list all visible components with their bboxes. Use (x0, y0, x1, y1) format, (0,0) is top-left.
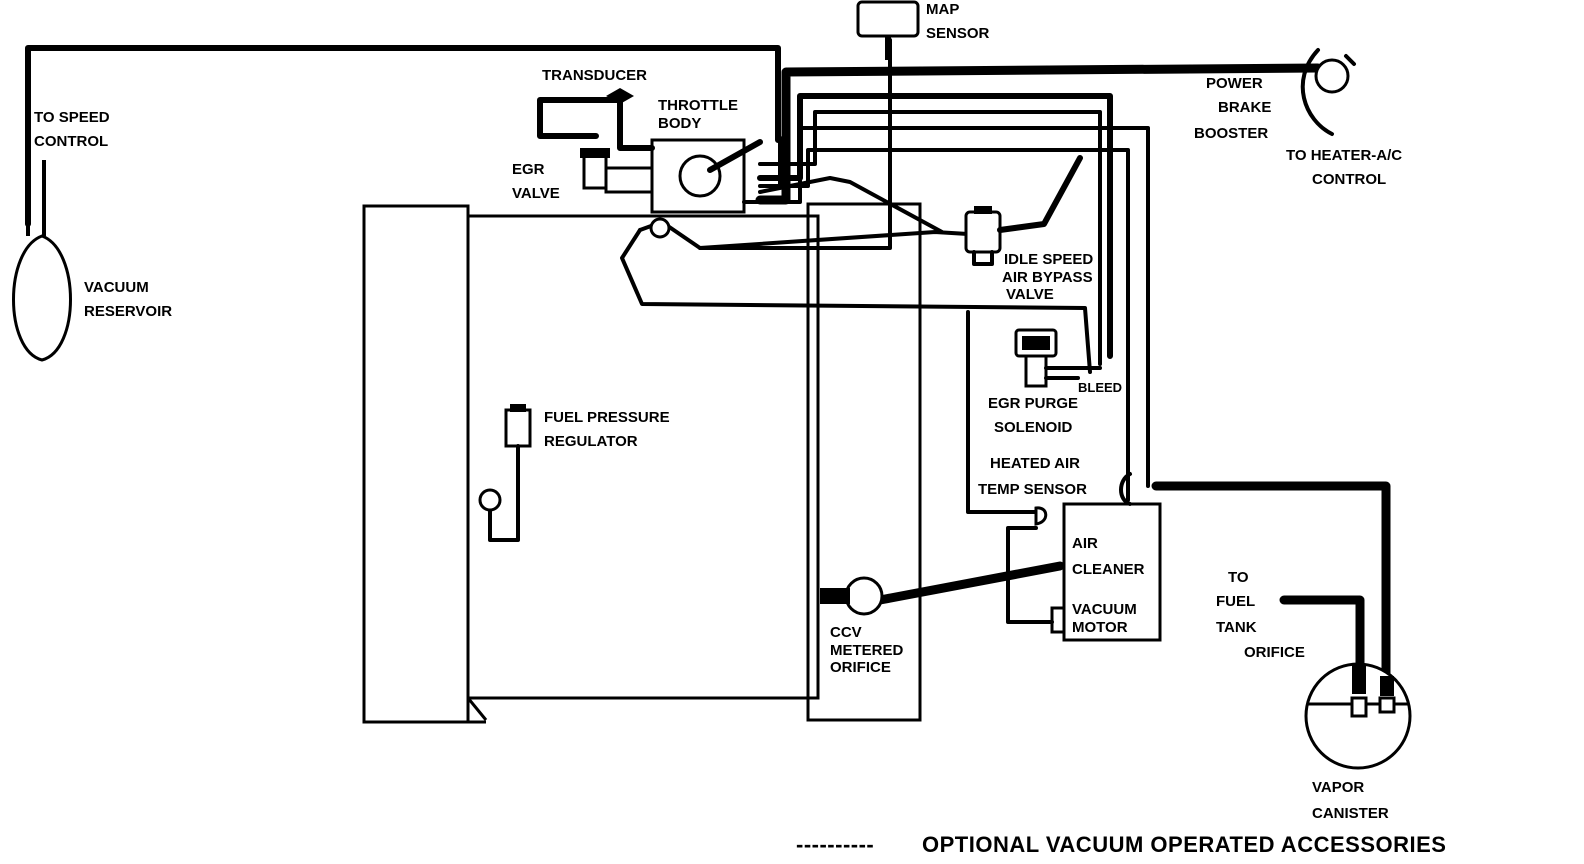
power-brake-booster (1300, 48, 1356, 136)
air-cleaner (1006, 472, 1162, 642)
heater-ac-label: TO HEATER-A/C CONTROL (1286, 147, 1406, 188)
throttle-body-label: THROTTLE BODY (658, 97, 742, 132)
transducer-label: TRANSDUCER (542, 67, 647, 84)
power-brake-booster-label: POWER BRAKE BOOSTER (1194, 75, 1276, 142)
ccv-metered-orifice (820, 576, 884, 616)
idle-speed-valve (964, 155, 1083, 266)
egr-valve-label: EGR VALVE (512, 161, 560, 202)
vacuum-reservoir-label: VACUUM RESERVOIR (84, 279, 172, 320)
heated-air-temp-sensor (1034, 506, 1048, 526)
egr-valve (580, 148, 654, 194)
ccv-label: CCV METERED ORIFICE (830, 624, 908, 676)
intake-manifold (620, 228, 1092, 374)
ccv-hose (875, 561, 1065, 605)
legend: ---------- OPTIONAL VACUUM OPERATED ACCE… (796, 832, 1446, 857)
egr-purge-solenoid (1014, 328, 1102, 388)
throttle-body (649, 138, 763, 239)
vapor-canister-label: VAPOR CANISTER (1312, 779, 1389, 822)
vacuum-reservoir (12, 160, 72, 362)
transducer (606, 88, 634, 104)
fuel-pressure-regulator (478, 404, 532, 542)
to-fuel-tank-label: TO FUEL TANK (1216, 569, 1259, 636)
map-sensor-label: MAP SENSOR (926, 1, 990, 42)
vapor-canister (1304, 662, 1412, 770)
legend-dashes: ---------- (796, 832, 874, 857)
bleed-label: BLEED (1078, 380, 1122, 395)
fuel-pressure-label: FUEL PRESSURE REGULATOR (544, 409, 674, 450)
heated-air-label: HEATED AIR TEMP SENSOR (978, 455, 1087, 498)
speed-control-label: TO SPEED CONTROL (34, 109, 114, 150)
map-sensor (856, 0, 920, 60)
air-cleaner-label: AIR CLEANER (1072, 535, 1145, 578)
orifice-label: ORIFICE (1244, 644, 1305, 661)
vacuum-motor-label: VACUUM MOTOR (1072, 601, 1141, 636)
idle-speed-label: IDLE SPEED AIR BYPASS VALVE (1002, 251, 1097, 303)
speed-control-line (25, 45, 781, 227)
egr-purge-label: EGR PURGE SOLENOID (988, 395, 1082, 436)
legend-text: OPTIONAL VACUUM OPERATED ACCESSORIES (922, 832, 1446, 857)
canister-line (1151, 481, 1391, 697)
engine-block (362, 202, 922, 724)
